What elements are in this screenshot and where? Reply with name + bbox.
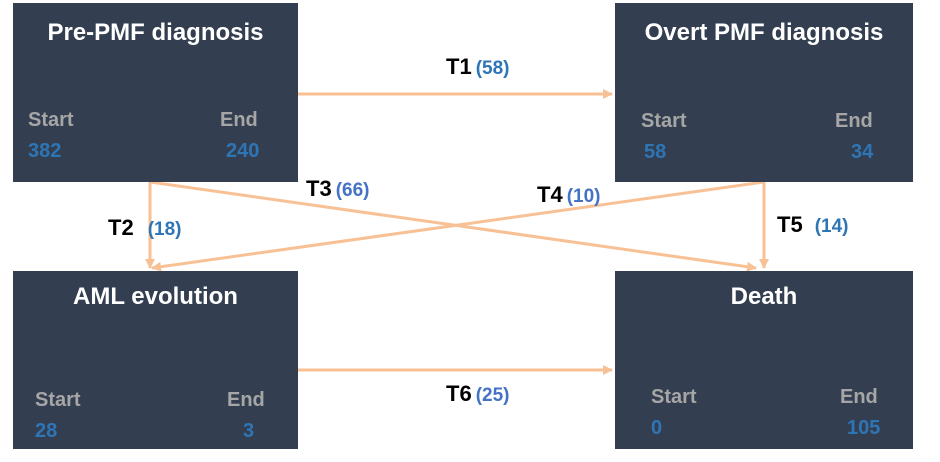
end-label: End [835, 110, 873, 132]
transition-name: T6 [446, 381, 472, 406]
end-label: End [220, 109, 258, 131]
state-title: Death [730, 283, 798, 310]
transition-t6-label: T6(25) [446, 381, 509, 407]
end-label: End [840, 386, 878, 408]
transition-count: (58) [475, 58, 510, 79]
state-title: AML evolution [73, 283, 238, 310]
start-value: 382 [28, 140, 62, 162]
state-pre-pmf-diagnosis: Pre-PMF diagnosis Start End 382 240 [13, 3, 298, 182]
transition-t4-label: T4(10) [537, 182, 600, 208]
start-label: Start [651, 386, 697, 408]
start-label: Start [641, 110, 687, 132]
transition-name: T5 [777, 212, 803, 237]
transition-name: T4 [537, 182, 563, 207]
transition-t1-label: T1(58) [446, 54, 509, 80]
end-value: 3 [243, 420, 255, 442]
start-value: 28 [35, 420, 58, 442]
arrow-t4 [151, 180, 765, 272]
end-value: 105 [847, 417, 881, 439]
start-label: Start [28, 109, 74, 131]
transition-count: (10) [566, 186, 601, 207]
state-title: Pre-PMF diagnosis [47, 19, 264, 46]
transition-name: T2 [108, 215, 134, 240]
transition-name: T1 [446, 54, 472, 79]
transition-count: (25) [475, 385, 510, 406]
transition-count: (18) [147, 219, 182, 240]
state-overt-pmf-diagnosis: Overt PMF diagnosis Start End 58 34 [615, 3, 913, 182]
end-label: End [227, 389, 265, 411]
transition-name: T3 [306, 176, 332, 201]
start-value: 58 [644, 141, 667, 163]
transition-t2-label: T2 (18) [108, 215, 181, 241]
state-aml-evolution: AML evolution Start End 28 3 [13, 271, 298, 449]
transition-count: (66) [335, 180, 370, 201]
start-value: 0 [651, 417, 663, 439]
state-title: Overt PMF diagnosis [644, 19, 884, 46]
end-value: 34 [851, 141, 874, 163]
start-label: Start [35, 389, 81, 411]
transition-t5-label: T5 (14) [777, 212, 848, 238]
transition-count: (14) [814, 216, 849, 237]
end-value: 240 [226, 140, 260, 162]
transition-t3-label: T3(66) [306, 176, 369, 202]
state-death: Death Start End 0 105 [615, 271, 913, 449]
